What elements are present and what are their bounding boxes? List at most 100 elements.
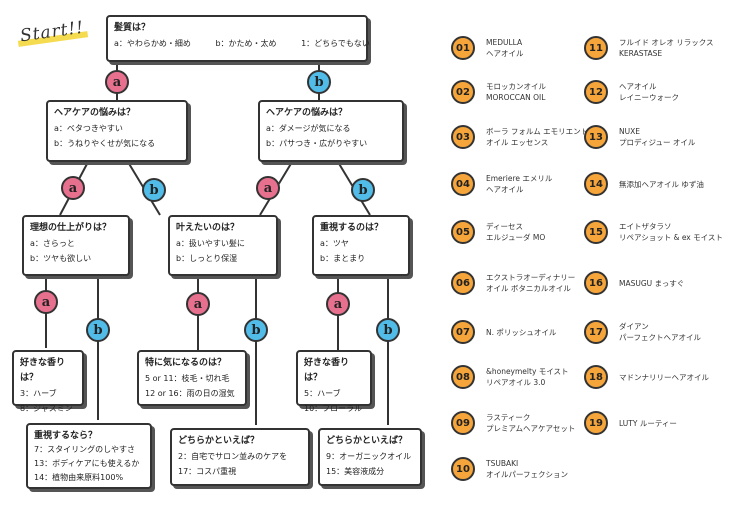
product-name: ダイアン — [619, 322, 649, 331]
product-name: モロッカンオイル — [486, 82, 546, 91]
product-item: 18 マドンナリリーヘアオイル — [584, 365, 709, 389]
result-line: 7：スタイリングのしやすさ — [34, 445, 136, 454]
question-title: 特に気になるのは？ — [145, 358, 227, 368]
product-item: 08 &honeymelty モイストリペアオイル 3.0 — [451, 365, 569, 389]
product-name: フルイド オレオ リラックス — [619, 38, 714, 47]
product-subname: パーフェクトヘアオイル — [619, 333, 702, 342]
result-line: 5 or 11：枝毛・切れ毛 — [145, 374, 230, 383]
product-item: 19 LUTY ルーティー — [584, 411, 677, 435]
product-subname: オイルパーフェクション — [486, 470, 569, 479]
product-number-badge: 15 — [584, 220, 608, 244]
product-name: ヘアオイル — [619, 82, 657, 91]
product-subname: リペアオイル 3.0 — [486, 378, 546, 387]
option-b: b：パサつき・広がりやすい — [266, 139, 368, 148]
answer-b-badge: b — [351, 178, 375, 202]
product-subname: プレミアムヘアケアセット — [486, 424, 576, 433]
result-line: 15：美容液成分 — [326, 467, 385, 476]
product-number-badge: 16 — [584, 271, 608, 295]
question-preference-b: どちらかといえば？ 9：オーガニックオイル 15：美容液成分 — [318, 428, 422, 486]
result-line: 5：ハーブ — [304, 389, 341, 398]
product-number-badge: 18 — [584, 365, 608, 389]
product-number-badge: 17 — [584, 320, 608, 344]
product-number-badge: 03 — [451, 125, 475, 149]
answer-a-badge: a — [34, 290, 58, 314]
product-number-badge: 07 — [451, 320, 475, 344]
product-number-badge: 08 — [451, 365, 475, 389]
product-name: 無添加ヘアオイル ゆず油 — [619, 179, 704, 189]
product-item: 04 Emeriere エメリルヘアオイル — [451, 172, 552, 196]
product-subname: オイル ボタニカルオイル — [486, 284, 571, 293]
question-title: どちらかといえば？ — [326, 436, 408, 446]
product-name: ボーラ フォルム エモリエント — [486, 127, 589, 136]
result-line: 8：ジャスミン — [20, 404, 73, 413]
option-b: b：かため・太め — [215, 39, 277, 48]
product-name: N. ポリッシュオイル — [486, 327, 557, 337]
question-title: 重視するのは？ — [320, 223, 384, 233]
product-name: エクストラオーディナリー — [486, 273, 576, 282]
product-number-badge: 19 — [584, 411, 608, 435]
product-name: マドンナリリーヘアオイル — [619, 372, 709, 382]
answer-b-badge: b — [142, 178, 166, 202]
result-line: 14：植物由来原料100% — [34, 473, 124, 482]
product-subname: オイル エッセンス — [486, 138, 549, 147]
product-subname: レイニーウォーク — [619, 93, 679, 102]
product-name: &honeymelty モイスト — [486, 367, 569, 376]
product-number-badge: 04 — [451, 172, 475, 196]
result-line: 10：フローラル — [304, 404, 363, 413]
product-name: MASUGU まっすぐ — [619, 278, 685, 288]
question-priority: 重視するのは？ a：ツヤ b：まとまり — [312, 215, 410, 276]
result-line: 9：オーガニックオイル — [326, 452, 412, 461]
question-title: 重視するなら？ — [34, 431, 98, 441]
product-name: ディーセス — [486, 222, 523, 231]
product-number-badge: 02 — [451, 80, 475, 104]
question-preference-a: どちらかといえば？ 2：自宅でサロン並みのケアを 17：コスパ重視 — [170, 428, 310, 486]
product-item: 17 ダイアンパーフェクトヘアオイル — [584, 320, 701, 344]
option-a: a：ツヤ — [320, 239, 349, 248]
product-item: 09 ラスティークプレミアムヘアケアセット — [451, 411, 575, 435]
question-hair-concern-b: ヘアケアの悩みは？ a：ダメージが気になる b：パサつき・広がりやすい — [258, 100, 404, 162]
answer-a-badge: a — [326, 292, 350, 316]
option-a: a：扱いやすい髪に — [176, 239, 245, 248]
product-item: 12 ヘアオイルレイニーウォーク — [584, 80, 679, 104]
answer-b-badge: b — [86, 318, 110, 342]
product-name: TSUBAKI — [486, 459, 519, 468]
product-item: 03 ボーラ フォルム エモリエントオイル エッセンス — [451, 125, 588, 149]
product-number-badge: 10 — [451, 457, 475, 481]
product-item: 10 TSUBAKI オイルパーフェクション — [451, 457, 568, 481]
answer-a-badge: a — [61, 176, 85, 200]
product-number-badge: 09 — [451, 411, 475, 435]
question-ideal-finish: 理想の仕上がりは？ a：さらっと b：ツヤも欲しい — [22, 215, 130, 276]
product-name: ラスティーク — [486, 413, 531, 422]
product-subname: ヘアオイル — [486, 185, 524, 194]
option-b: b：しっとり保湿 — [176, 254, 238, 263]
question-title: ヘアケアの悩みは？ — [266, 108, 348, 118]
product-number-badge: 12 — [584, 80, 608, 104]
answer-b-badge: b — [244, 318, 268, 342]
question-title: 叶えたいのは？ — [176, 223, 240, 233]
question-particular-concern: 特に気になるのは？ 5 or 11：枝毛・切れ毛 12 or 16：雨の日の湿気 — [137, 350, 247, 406]
product-number-badge: 05 — [451, 220, 475, 244]
answer-a-badge: a — [105, 70, 129, 94]
option-a: a：やわらかめ・細め — [114, 39, 191, 48]
question-title: 好きな香りは？ — [20, 358, 66, 383]
question-priority-if: 重視するなら？ 7：スタイリングのしやすさ 13：ボディケアにも使えるか 14：… — [26, 423, 152, 489]
product-subname: MOROCCAN OIL — [486, 93, 546, 102]
product-subname: リペアショット & ex モイスト — [619, 233, 723, 242]
product-item: 07 N. ポリッシュオイル — [451, 320, 556, 344]
product-subname: エルジューダ MO — [486, 233, 546, 242]
question-favorite-scent-a: 好きな香りは？ 3：ハーブ 8：ジャスミン — [12, 350, 84, 413]
product-number-badge: 11 — [584, 36, 608, 60]
product-name: エイトザタラソ — [619, 222, 672, 231]
option-a: a：ダメージが気になる — [266, 124, 351, 133]
product-number-badge: 01 — [451, 36, 475, 60]
option-c: 1：どちらでもない — [301, 39, 370, 48]
question-title: ヘアケアの悩みは？ — [54, 108, 136, 118]
option-a: a：ベタつきやすい — [54, 124, 123, 133]
product-number-badge: 14 — [584, 172, 608, 196]
product-number-badge: 06 — [451, 271, 475, 295]
product-name: LUTY ルーティー — [619, 418, 677, 428]
result-line: 17：コスパ重視 — [178, 467, 237, 476]
product-item: 05 ディーセスエルジューダ MO — [451, 220, 545, 244]
